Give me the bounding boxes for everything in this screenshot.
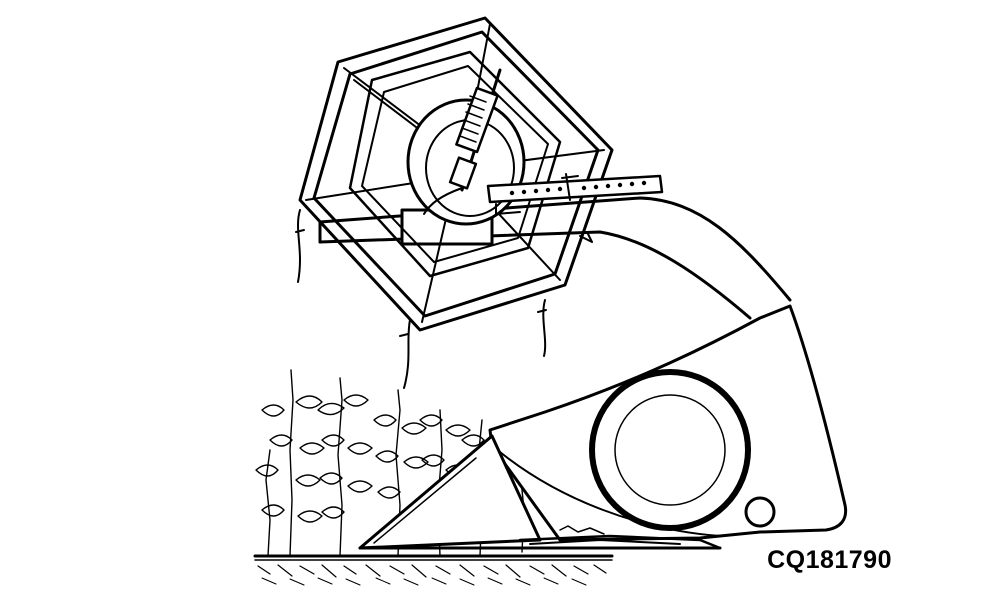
adjustment-bar [486,173,664,215]
reel-adjuster [423,68,502,215]
ground [253,554,614,586]
figure-code-label: CQ181790 [767,546,892,574]
reel-support-arm [318,196,792,320]
header-body [358,304,848,550]
